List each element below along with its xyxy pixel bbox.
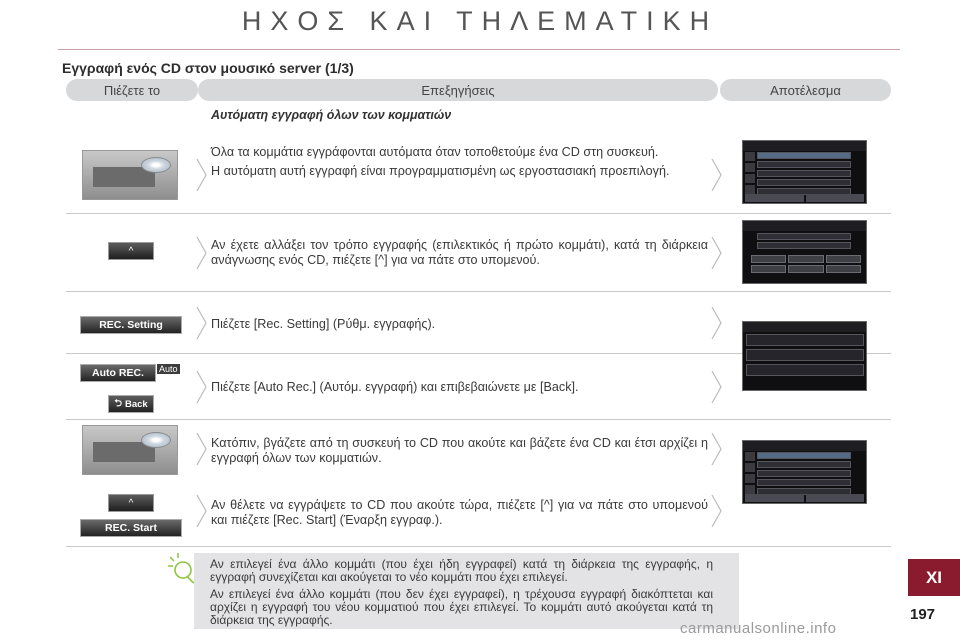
row-2-text: Αν έχετε αλλάξει τον τρόπο εγγραφής (επι… (211, 238, 708, 268)
column-header-explanations: Επεξηγήσεις (198, 79, 718, 101)
row-6-paragraph-1: Αν θέλετε να εγγράψετε το CD που ακούτε … (211, 498, 708, 527)
cd-disc-icon (141, 432, 171, 448)
title-divider (58, 49, 900, 50)
rec-setting-label: REC. Setting (99, 319, 163, 331)
chevron-right-icon (711, 158, 723, 192)
chevron-right-icon (711, 306, 723, 340)
section-title: Εγγραφή ενός CD στον μουσικό server (1/3… (62, 60, 354, 76)
chapter-tab: XI (908, 559, 960, 596)
note-box (194, 553, 739, 629)
up-button[interactable]: ^ (108, 494, 154, 512)
row-3-paragraph-1: Πιέζετε [Rec. Setting] (Ρύθμ. εγγραφής). (211, 317, 436, 331)
cd-insert-illustration (82, 150, 178, 200)
row-2-paragraph-1: Αν έχετε αλλάξει τον τρόπο εγγραφής (επι… (211, 238, 708, 267)
column-header-result: Αποτέλεσμα (720, 79, 891, 101)
row-divider (66, 213, 891, 214)
lightbulb-icon (166, 552, 196, 586)
up-arrow-label: ^ (128, 497, 134, 509)
chevron-right-icon (196, 494, 208, 528)
chevron-right-icon (711, 494, 723, 528)
cd-insert-illustration (82, 425, 178, 475)
auto-rec-button[interactable]: Auto REC. (80, 364, 156, 382)
row-5-paragraph-1: Κατόπιν, βγάζετε από τη συσκευή το CD πο… (211, 436, 708, 465)
row-5-text: Κατόπιν, βγάζετε από τη συσκευή το CD πο… (211, 436, 708, 466)
row-1-paragraph-1: Όλα τα κομμάτια εγγράφονται αυτόματα ότα… (211, 145, 659, 159)
row-4-text: Πιέζετε [Auto Rec.] (Αυτόμ. εγγραφή) και… (211, 380, 708, 395)
chevron-right-icon (196, 158, 208, 192)
rec-start-label: REC. Start (105, 522, 157, 534)
chevron-right-icon (196, 370, 208, 404)
note-paragraph-2: Αν επιλεγεί ένα άλλο κομμάτι (που δεν έχ… (210, 587, 713, 627)
result-screen-track-list (742, 440, 867, 504)
up-button[interactable]: ^ (108, 242, 154, 260)
up-arrow-label: ^ (128, 245, 134, 257)
note-paragraph-1: Αν επιλεγεί ένα άλλο κομμάτι (που έχει ή… (210, 557, 713, 584)
row-4-paragraph-1: Πιέζετε [Auto Rec.] (Αυτόμ. εγγραφή) και… (211, 380, 579, 394)
rec-setting-button[interactable]: REC. Setting (80, 316, 182, 334)
row-divider (66, 353, 891, 354)
chevron-right-icon (196, 236, 208, 270)
row-divider (66, 291, 891, 292)
row-1-paragraph-2: Η αυτόματη αυτή εγγραφή είναι προγραμματ… (211, 164, 670, 178)
return-arrow-icon: ⮌ (114, 398, 122, 409)
auto-tag: Auto (157, 364, 180, 374)
auto-rec-label: Auto REC. (92, 367, 144, 379)
row-divider (66, 419, 891, 420)
back-label: Back (124, 398, 148, 410)
result-screen-track-list (742, 140, 867, 204)
page-number: 197 (910, 606, 936, 623)
page-title: ΗΧΟΣ ΚΑΙ ΤΗΛΕΜΑΤΙΚΗ (241, 6, 719, 36)
chevron-right-icon (711, 236, 723, 270)
chevron-right-icon (196, 432, 208, 466)
row-3-text: Πιέζετε [Rec. Setting] (Ρύθμ. εγγραφής). (211, 317, 708, 332)
result-screen-submenu (742, 220, 867, 284)
back-button[interactable]: ⮌ Back (108, 395, 154, 413)
row-1-text: Όλα τα κομμάτια εγγράφονται αυτόματα ότα… (211, 145, 708, 179)
chevron-right-icon (711, 432, 723, 466)
row-divider (66, 546, 891, 547)
chevron-right-icon (711, 370, 723, 404)
column-header-press: Πιέζετε το (66, 79, 198, 101)
watermark: carmanualsonline.info (680, 620, 837, 637)
row-6-text: Αν θέλετε να εγγράψετε το CD που ακούτε … (211, 498, 708, 528)
cd-disc-icon (141, 157, 171, 173)
result-screen-rec-setting (742, 321, 867, 391)
rec-start-button[interactable]: REC. Start (80, 519, 182, 537)
sub-heading: Αυτόματη εγγραφή όλων των κομματιών (211, 108, 452, 122)
chevron-right-icon (196, 306, 208, 340)
